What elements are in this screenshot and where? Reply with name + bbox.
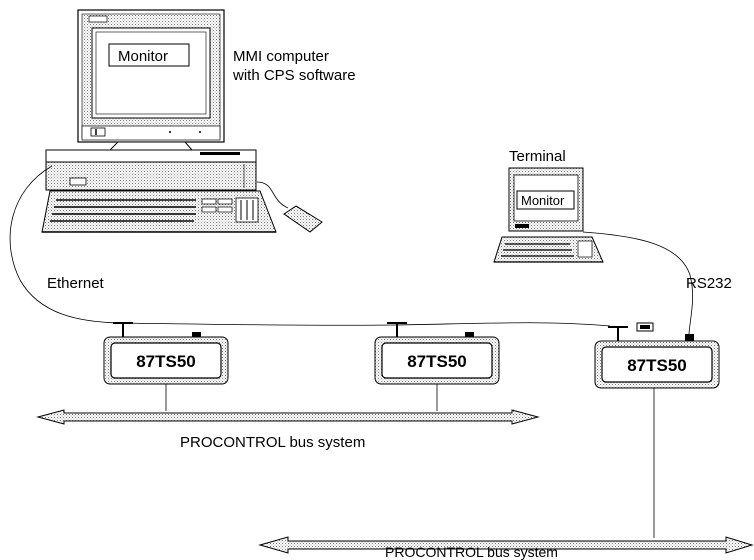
device-1: 87TS50	[103, 322, 229, 411]
rs232-label: RS232	[686, 275, 732, 292]
mouse-icon	[256, 181, 323, 233]
mmi-keyboard	[41, 190, 277, 233]
mmi-monitor: Monitor	[77, 9, 225, 151]
terminal-computer: Monitor	[493, 167, 604, 263]
rs232-cable	[582, 231, 693, 335]
bus-1	[36, 409, 540, 425]
bus-2-label: PROCONTROL bus system	[385, 544, 558, 560]
device-2: 87TS50	[374, 322, 500, 411]
device-3: 87TS50	[594, 322, 720, 538]
ethernet-label: Ethernet	[47, 275, 105, 292]
terminal-title: Terminal	[509, 148, 566, 165]
bus-2	[258, 536, 754, 554]
mmi-caption-line1: MMI computer	[233, 48, 329, 65]
mmi-computer: Monitor	[41, 9, 323, 233]
terminal-screen-label: Monitor	[521, 193, 565, 208]
device-2-label: 87TS50	[407, 352, 467, 371]
mmi-base-unit	[45, 149, 257, 191]
device-1-label: 87TS50	[136, 352, 196, 371]
device-3-label: 87TS50	[627, 356, 687, 375]
mmi-caption-line2: with CPS software	[232, 67, 356, 84]
mmi-screen-label: Monitor	[118, 48, 168, 65]
ethernet-cable	[9, 165, 611, 327]
bus-1-label: PROCONTROL bus system	[180, 434, 365, 451]
